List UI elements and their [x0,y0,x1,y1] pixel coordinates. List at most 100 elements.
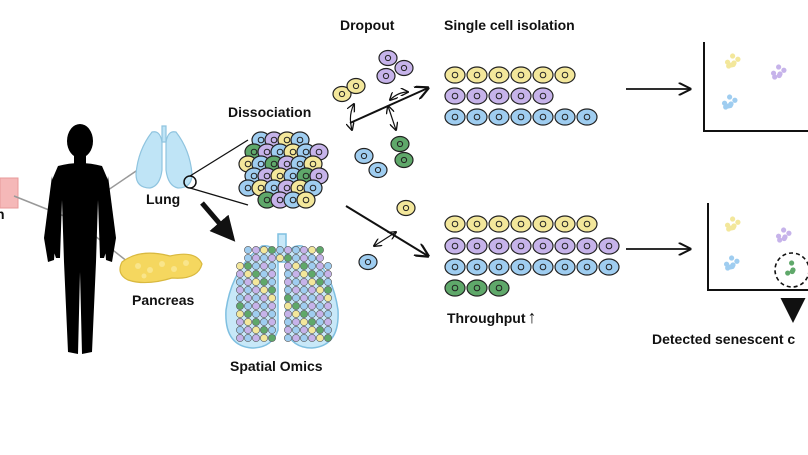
spatial-cell [324,278,332,286]
spatial-cell [292,254,300,262]
cluster-dot [728,225,735,231]
dropout-cell-blue [368,161,388,179]
spatial-arrow [200,201,236,242]
spatial-omics-lung [225,233,339,349]
spatial-cell [236,262,244,270]
isolated-cell-purple [532,87,554,105]
spatial-cell [252,286,260,294]
isolated-cell-yellow [488,215,510,233]
cluster-dot [775,233,782,239]
pancreas-organ-icon [119,252,203,284]
spatial-cell [300,270,308,278]
dropout-cell-green [390,135,410,153]
spatial-cell [308,294,316,302]
cluster-dot [735,219,741,225]
isolated-cell-yellow [510,66,532,84]
spatial-cell [292,302,300,310]
spatial-cell [268,302,276,310]
dropout-cell-purple [378,49,398,67]
isolated-cell-green [466,279,488,297]
isolated-cell-blue [466,108,488,126]
cluster-dot [781,235,787,242]
spatial-cell [252,254,260,262]
spatial-cell [308,286,316,294]
spatial-cell [252,270,260,278]
dropout-cell-purple [394,59,414,77]
spatial-cell [260,286,268,294]
isolated-cell-blue [576,258,598,276]
spatial-cell [260,270,268,278]
spatial-omics-label: Spatial Omics [230,358,323,374]
spatial-cell-dots [236,246,332,342]
isolated-cell-purple [488,237,510,255]
tissue-cell [296,191,316,209]
spatial-cell [252,246,260,254]
isolated-cell-purple [510,87,532,105]
spatial-cell [236,302,244,310]
spatial-cell [324,262,332,270]
spatial-cell [268,334,276,342]
spatial-cell [276,254,284,262]
throughput-text: Throughput [447,310,526,326]
isolated-cell-purple [466,87,488,105]
cluster-dot [776,72,782,79]
spatial-cell [300,318,308,326]
spatial-cell [260,262,268,270]
spatial-cell [308,278,316,286]
dropout-arrow-3 [390,92,408,100]
dropout-arrow-2 [388,106,396,130]
isolated-cell-blue [598,258,620,276]
spatial-cell [292,270,300,278]
isolated-cell-blue [532,258,554,276]
cluster-dot [721,100,728,106]
spatial-cell [292,246,300,254]
spatial-cell [244,246,252,254]
isolated-cell-purple [466,237,488,255]
spatial-cell [300,286,308,294]
dropout-arrow-1 [350,104,354,130]
cluster-dot [786,230,792,236]
lower-cluster-plot [707,203,808,291]
spatial-cell [252,318,260,326]
spatial-cell [284,334,292,342]
cluster-dot [734,258,740,264]
spatial-cell [268,254,276,262]
spatial-cell [244,254,252,262]
spatial-cell [308,270,316,278]
spatial-cell [252,310,260,318]
spatial-cell [292,278,300,286]
detected-senescent-label: Detected senescent c [652,331,796,347]
isolated-cell-yellow [466,215,488,233]
isolated-cell-purple [532,237,554,255]
spatial-cell [316,294,324,302]
spatial-cell [292,262,300,270]
spatial-cell [236,318,244,326]
isolated-cell-blue [510,108,532,126]
throughput-label: Throughput↑ [447,307,537,328]
spatial-cell [308,262,316,270]
isolated-cell-green [488,279,510,297]
spatial-cell [236,326,244,334]
isolated-cell-yellow [532,215,554,233]
upper-cell-rows [444,66,598,126]
isolated-cell-blue [554,258,576,276]
spatial-cell [324,326,332,334]
cluster-dot [727,264,734,270]
dropout-cells [332,49,416,271]
spatial-cell [236,334,244,342]
human-body-silhouette [44,124,116,354]
upper-cluster-plot [703,42,808,132]
cluster-dot [732,97,738,103]
cluster-dot [735,56,741,62]
lower-cell-rows [444,215,620,297]
spatial-cell [244,326,252,334]
spatial-cell [316,270,324,278]
spatial-cell [244,270,252,278]
spatial-cell [324,286,332,294]
isolated-cell-purple [510,237,532,255]
isolated-cell-blue [488,108,510,126]
spatial-cell [324,310,332,318]
spatial-cell [300,294,308,302]
isolated-cell-blue [554,108,576,126]
dissociation-label: Dissociation [228,104,312,120]
